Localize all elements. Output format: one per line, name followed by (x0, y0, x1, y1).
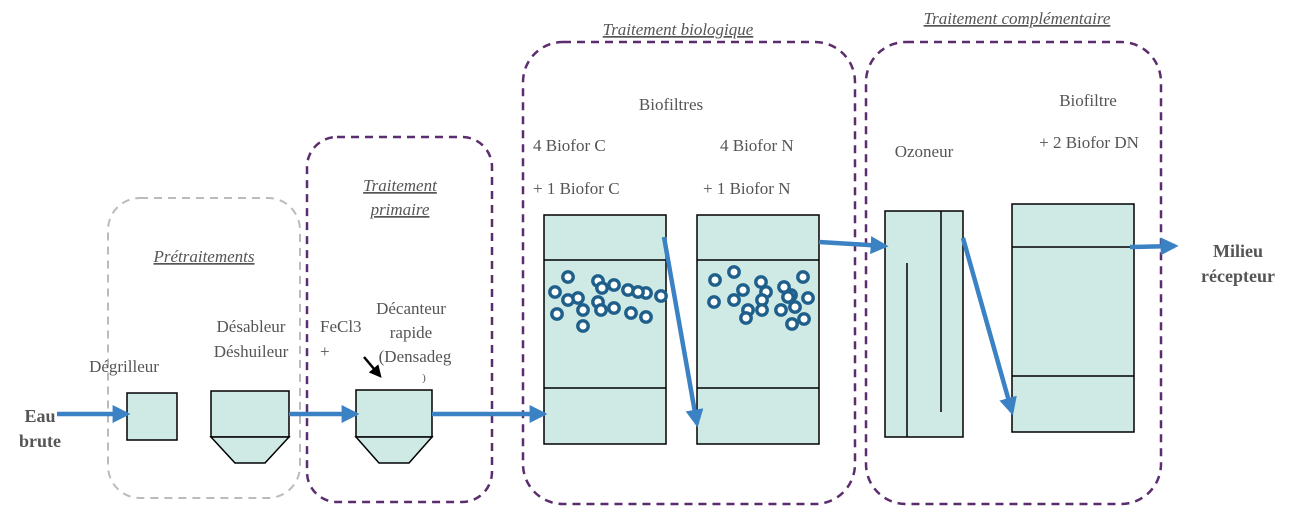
degrilleur-unit (126, 392, 178, 441)
outlet-label-line2: récepteur (1201, 266, 1275, 286)
degrilleur-label: Dégrilleur (89, 357, 159, 376)
biological-section-border (521, 40, 857, 506)
biofiltre-dn-label-line2: + 2 Biofor DN (1039, 133, 1139, 152)
media-bead (594, 303, 608, 317)
decanteur-label-line1: Décanteur (376, 299, 446, 318)
desableur-label-line1: Désableur (217, 317, 286, 336)
desableur-label-line2: Déshuileur (214, 342, 289, 361)
pretreatment-section-border (107, 197, 301, 499)
desableur-unit (209, 390, 291, 464)
media-bead (595, 281, 609, 295)
biofiltres-heading: Biofiltres (639, 95, 703, 114)
reagent-label-line2: + (320, 342, 330, 361)
media-bead (708, 273, 722, 287)
biofor-n-label-line2: + 1 Biofor N (703, 179, 791, 198)
media-bead (576, 303, 590, 317)
media-bead (550, 307, 564, 321)
biofiltre-dn-label-line1: Biofiltre (1059, 91, 1117, 110)
media-bead (707, 295, 721, 309)
ozoneur-label: Ozoneur (895, 142, 954, 161)
media-bead (727, 293, 741, 307)
biofor-n-tank (696, 214, 820, 445)
pretreatment-title: Prétraitements (152, 247, 254, 266)
biofor-c-media (548, 270, 668, 333)
flow-arrow-ozoneur-to-biofiltre (960, 237, 1017, 416)
outlet-label-line1: Milieu (1213, 241, 1263, 261)
media-bead (739, 311, 753, 325)
primary-title-line2: primaire (370, 200, 430, 219)
complementary-title: Traitement complémentaire (924, 9, 1111, 28)
media-bead (631, 285, 645, 299)
media-bead (736, 283, 750, 297)
flow-arrow-biofor-n-to-ozoneur (818, 236, 889, 255)
media-bead (548, 285, 562, 299)
biological-title: Traitement biologique (603, 20, 754, 39)
primary-section-border (305, 135, 494, 504)
decanteur-label-line4: ) (422, 372, 426, 384)
biofor-c-label-line1: 4 Biofor C (533, 136, 606, 155)
complementary-section-border (864, 40, 1163, 506)
media-bead (654, 289, 668, 303)
media-bead (639, 310, 653, 324)
media-bead (607, 301, 621, 315)
inlet-label-line2: brute (19, 431, 61, 451)
flow-arrow-biofor-c-to-biofor-n (661, 236, 704, 428)
decanteur-label-line2: rapide (390, 323, 432, 342)
media-bead (797, 312, 811, 326)
biofor-c-tank (543, 214, 667, 445)
biofiltre-dn-tank (1011, 203, 1135, 433)
media-bead (561, 270, 575, 284)
media-bead (785, 317, 799, 331)
flow-arrow-outlet (1129, 237, 1179, 256)
inlet-label-line1: Eau (24, 406, 55, 426)
biofor-n-label-line1: 4 Biofor N (720, 136, 794, 155)
media-bead (576, 319, 590, 333)
primary-title-line1: Traitement (363, 176, 438, 195)
ozoneur-unit (884, 210, 964, 438)
biofor-n-media (707, 265, 815, 331)
reagent-label-line1: FeCl3 (320, 317, 362, 336)
media-bead (754, 275, 768, 289)
decanteur-unit (354, 389, 434, 464)
media-bead (774, 303, 788, 317)
reagent-dosing-arrow (363, 356, 382, 378)
media-bead (801, 291, 815, 305)
media-bead (624, 306, 638, 320)
media-bead (781, 290, 795, 304)
media-bead (796, 270, 810, 284)
media-bead (607, 278, 621, 292)
media-bead (755, 303, 769, 317)
media-bead (561, 293, 575, 307)
media-bead (788, 300, 802, 314)
biofor-c-label-line2: + 1 Biofor C (533, 179, 620, 198)
decanteur-label-line3: (Densadeg (379, 347, 452, 366)
media-bead (727, 265, 741, 279)
